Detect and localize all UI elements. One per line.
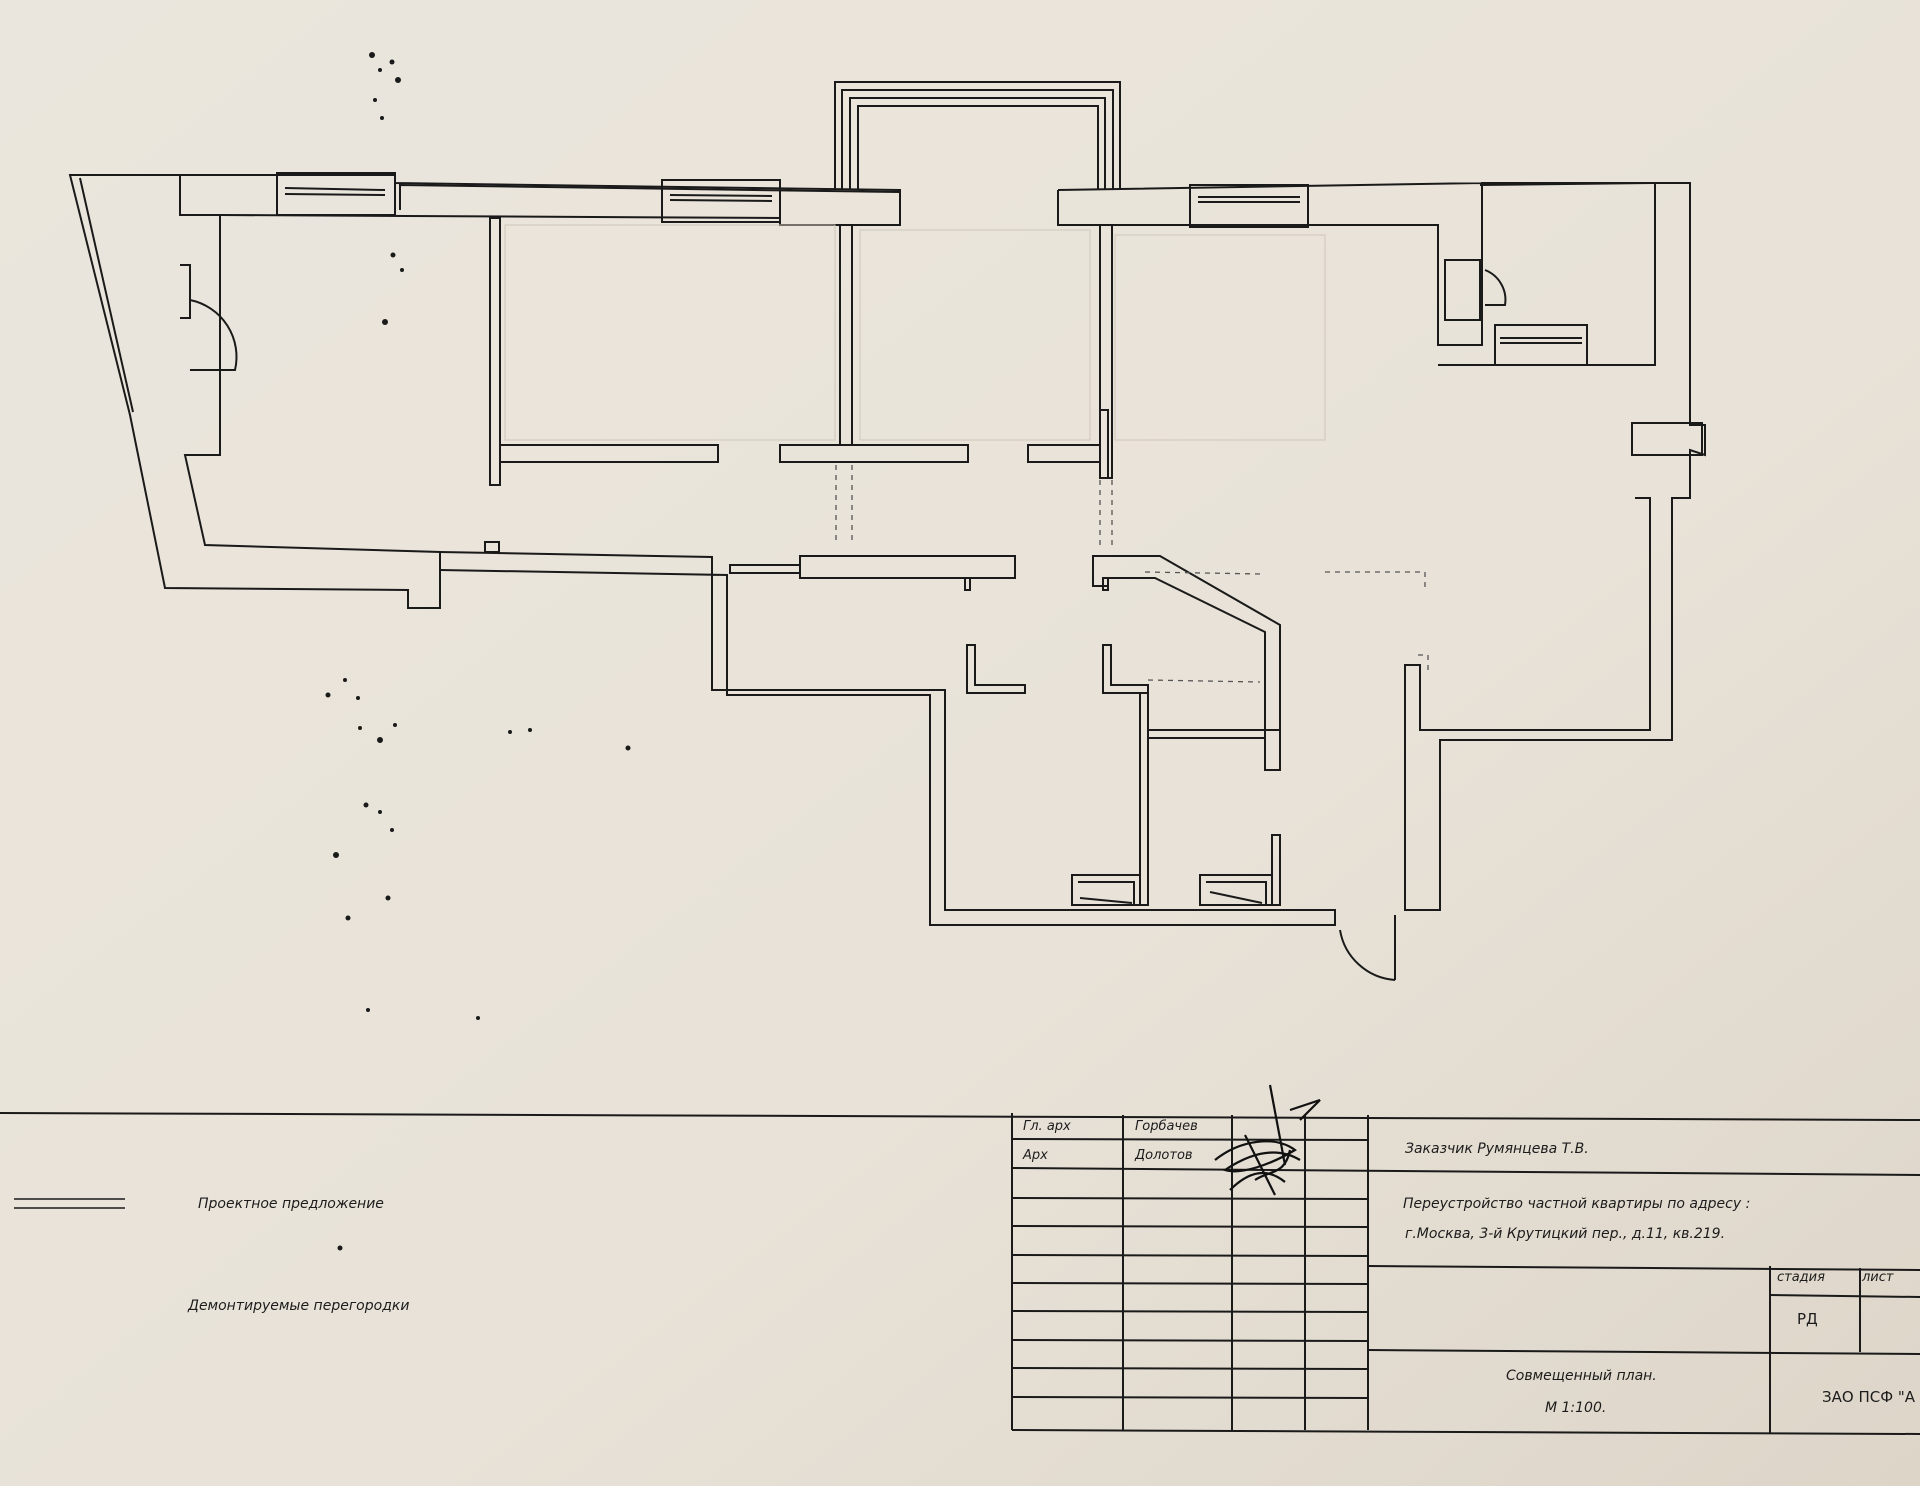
drawing-title: Совмещенный план. xyxy=(1506,1368,1657,1384)
ink-speckles xyxy=(325,52,631,1251)
drawing-scale: М 1:100. xyxy=(1545,1400,1607,1416)
company-name: ЗАО ПСФ "А xyxy=(1822,1388,1916,1406)
name-architect: Долотов xyxy=(1135,1148,1193,1163)
project-description-line1: Переустройство частной квартиры по адрес… xyxy=(1403,1196,1751,1212)
customer-line: Заказчик Румянцева Т.В. xyxy=(1405,1141,1589,1157)
stage-value: РД xyxy=(1797,1310,1818,1328)
legend-item-proposal: Проектное предложение xyxy=(198,1196,384,1212)
balcony xyxy=(834,81,1121,190)
title-block-frame xyxy=(0,1112,1920,1435)
sheet-header: лист xyxy=(1862,1270,1894,1285)
legend-graphics xyxy=(14,1198,125,1209)
signature xyxy=(1214,1084,1321,1196)
project-address-line2: г.Москва, 3-й Крутицкий пер., д.11, кв.2… xyxy=(1405,1226,1726,1242)
role-chief-architect: Гл. арх xyxy=(1023,1119,1071,1134)
legend-item-demolished: Демонтируемые перегородки xyxy=(188,1298,410,1314)
outer-wall-left xyxy=(68,174,441,609)
stage-header: стадия xyxy=(1777,1270,1825,1285)
role-architect: Арх xyxy=(1023,1148,1048,1163)
name-chief-architect: Горбачев xyxy=(1135,1119,1198,1134)
bottom-wall xyxy=(439,551,1336,926)
